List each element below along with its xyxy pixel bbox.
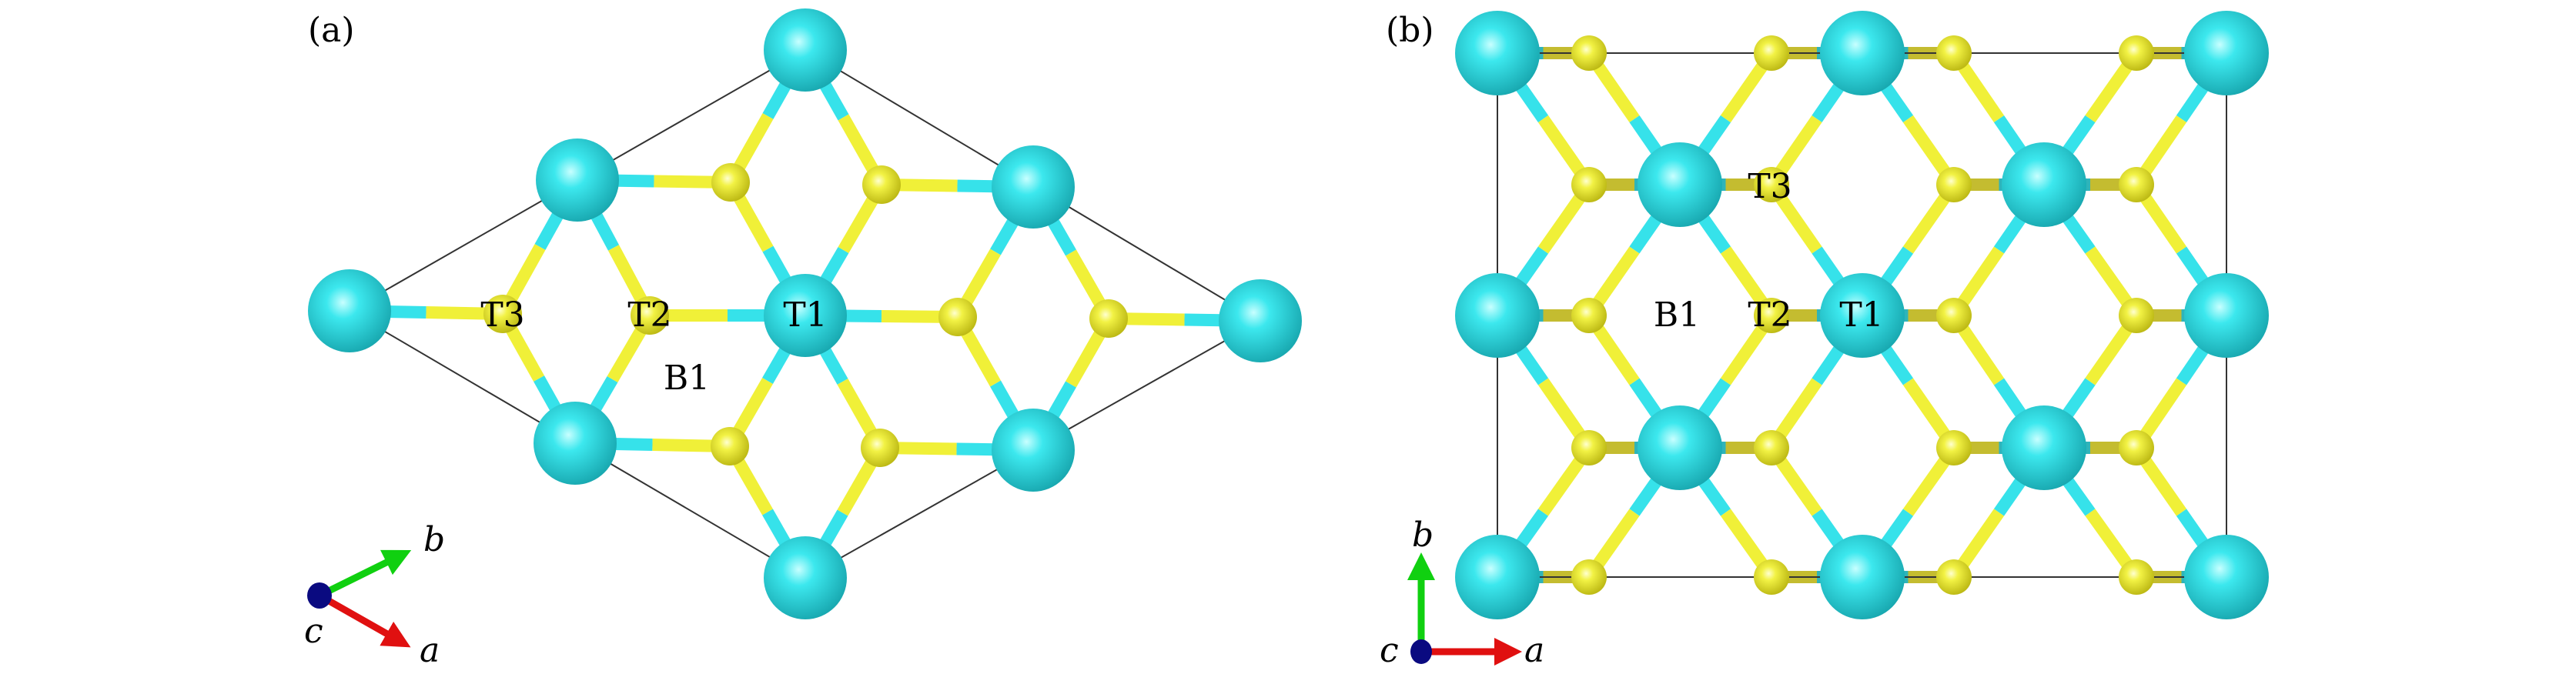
nonmetal-atom [1571,559,1607,595]
nonmetal-atom [1089,299,1128,338]
nonmetal-atom [1936,430,1972,465]
axis-indicator: b a c [1380,516,1544,670]
metal-atom [308,269,391,352]
nonmetal-atom [711,163,750,202]
nonmetal-atom [1571,430,1607,465]
site-label-b1: B1 [1654,295,1700,335]
nonmetal-atom [1571,167,1607,202]
nonmetal-atom [2119,167,2154,202]
nonmetal-atom [1754,430,1789,465]
axis-b-arrow [318,549,412,599]
nonmetal-atom [711,427,749,465]
metal-atom [1455,535,1540,619]
site-label-t1: T1 [783,295,827,335]
nonmetal-atom [1754,167,1789,202]
metal-atom [1820,11,1905,95]
metal-atom [764,8,847,92]
nonmetal-atom [1754,298,1789,333]
atoms [308,8,1302,619]
nonmetal-atom [1571,298,1607,333]
nonmetal-atom [938,298,977,336]
panel-label: (a) [308,11,355,50]
metal-atom [764,274,847,357]
nonmetal-atom [1936,35,1972,71]
nonmetal-atom [1571,35,1607,71]
site-label-b1: B1 [664,359,710,398]
nonmetal-atom [1936,298,1972,333]
metal-atom [992,145,1075,229]
metal-atom [1638,405,1722,490]
site-label-t1: T1 [1839,295,1883,335]
nonmetal-atom [2119,559,2154,595]
metal-atom [2002,405,2086,490]
metal-atom [2184,535,2269,619]
nonmetal-atom [1754,559,1789,595]
axis-a-label: a [1524,631,1544,670]
axis-b-label: b [423,520,445,559]
metal-atom [2002,142,2086,227]
site-label-t3: T3 [1748,167,1791,206]
axis-a-arrow [317,592,411,648]
nonmetal-atom [631,296,669,335]
panel-label: (b) [1386,11,1434,50]
axis-indicator: b a c [304,520,445,670]
metal-atom [1638,142,1722,227]
nonmetal-atom [2119,298,2154,333]
axis-c-label: c [1380,631,1399,670]
metal-atom [1455,11,1540,95]
metal-atom [992,409,1075,492]
metal-atom [764,536,847,619]
nonmetal-atom [2119,430,2154,465]
metal-atom [534,402,617,485]
site-label-t2: T2 [1748,295,1791,335]
atoms [1455,11,2269,619]
metal-atom [2184,273,2269,358]
metal-atom [2184,11,2269,95]
nonmetal-atom [862,165,901,204]
metal-atom [1820,273,1905,358]
nonmetal-atom [1754,35,1789,71]
axis-a-label: a [420,631,440,670]
nonmetal-atom [1936,167,1972,202]
metal-atom [1219,279,1302,362]
nonmetal-atom [861,429,899,467]
metal-atom [1820,535,1905,619]
axis-c-dot [1410,639,1432,664]
site-label-t2: T2 [627,295,671,335]
site-label-t3: T3 [480,295,524,335]
nonmetal-atom [483,295,522,333]
metal-atom [536,138,619,222]
axis-c-label: c [304,612,323,651]
nonmetal-atom [2119,35,2154,71]
axis-c-dot [307,582,332,609]
nonmetal-atom [1936,559,1972,595]
axis-b-label: b [1412,516,1434,555]
metal-atom [1455,273,1540,358]
panel-b: (b) T3 T2 T1 B1 b a c [1380,11,2269,670]
panel-a: (a) T3 T2 T1 B1 b a c [304,8,1302,670]
